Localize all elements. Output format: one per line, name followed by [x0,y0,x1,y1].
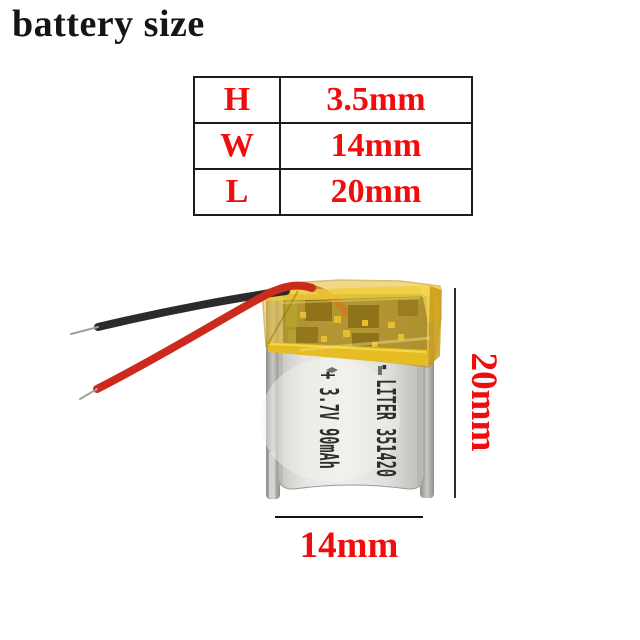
red-wire [79,281,316,400]
table-row: H 3.5mm [193,76,473,124]
black-wire-tip [70,326,99,335]
dim-value-h: 3.5mm [279,76,473,124]
dimensions-table: H 3.5mm W 14mm L 20mm [193,76,473,216]
dim-label-h: H [193,76,281,124]
length-dimension-line [454,288,456,498]
battery-print-line-2: + 3.7V 90mAh [313,371,343,469]
page-title: battery size [12,3,205,45]
length-dimension-label: 20mm [463,352,504,452]
battery-print-line-1: - LITER 351420 [370,363,400,477]
width-dimension-line [275,516,423,518]
dim-label-l: L [193,168,281,216]
width-dimension-label: 14mm [299,525,399,566]
dim-value-w: 14mm [279,122,473,170]
kapton-tape [261,279,442,368]
red-wire-tip [79,388,98,400]
dim-label-w: W [193,122,281,170]
table-row: W 14mm [193,122,473,170]
dim-value-l: 20mm [279,168,473,216]
battery-print-text: - LITER 351420 + 3.7V 90mAh [299,363,413,477]
table-row: L 20mm [193,168,473,216]
